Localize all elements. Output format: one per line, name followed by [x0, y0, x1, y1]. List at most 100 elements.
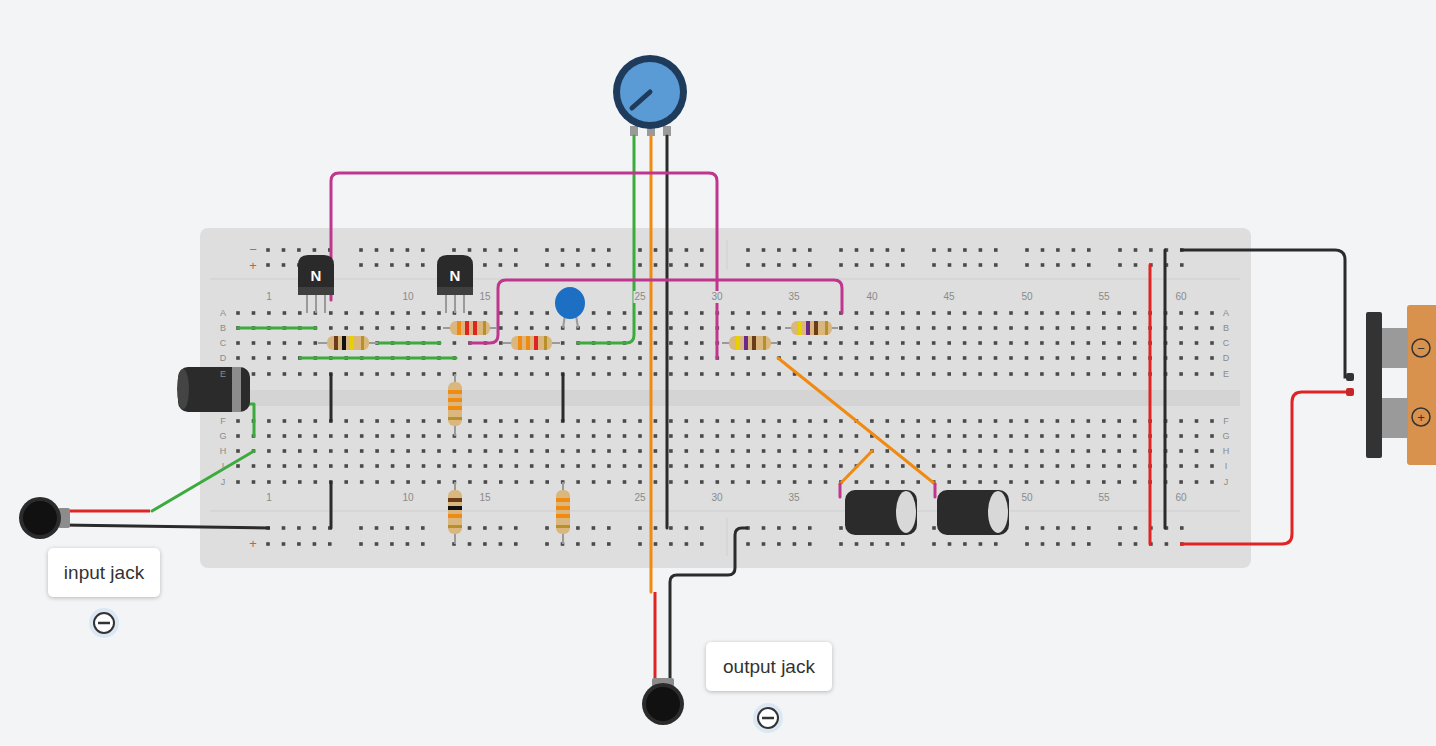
breadboard-hole [499, 248, 503, 252]
breadboard-hole [390, 542, 394, 546]
breadboard-hole [638, 526, 642, 530]
breadboard-hole [283, 434, 287, 438]
breadboard-hole [716, 480, 720, 484]
breadboard-hole [576, 464, 580, 468]
breadboard-label: 60 [1174, 492, 1187, 504]
breadboard-hole [1087, 263, 1091, 267]
breadboard-hole [1056, 526, 1060, 530]
breadboard-hole [731, 326, 735, 330]
breadboard-hole [592, 419, 596, 423]
battery [1412, 408, 1430, 426]
breadboard-label: E [220, 370, 226, 379]
breadboard-hole [916, 480, 920, 484]
breadboard-hole [824, 480, 828, 484]
breadboard-hole [314, 341, 318, 345]
breadboard-hole [700, 326, 704, 330]
breadboard-hole [499, 419, 503, 423]
transistor-legs [463, 292, 465, 313]
breadboard-hole [1072, 248, 1076, 252]
resistor [448, 506, 462, 510]
breadboard-hole [360, 372, 364, 376]
rail-wire [1150, 250, 1165, 544]
breadboard-hole [314, 449, 318, 453]
breadboard-hole [344, 449, 348, 453]
resistor [736, 336, 740, 350]
breadboard-hole [886, 356, 890, 360]
breadboard-hole [978, 480, 982, 484]
breadboard-hole [1072, 542, 1076, 546]
breadboard-hole [1071, 326, 1075, 330]
breadboard-hole [499, 341, 503, 345]
breadboard-hole [1071, 449, 1075, 453]
breadboard-hole [360, 480, 364, 484]
breadboard-hole [716, 449, 720, 453]
breadboard-hole [901, 326, 905, 330]
breadboard-hole [1041, 542, 1045, 546]
resistor [752, 336, 756, 350]
breadboard-hole [978, 356, 982, 360]
breadboard-hole [808, 542, 812, 546]
breadboard-hole [762, 311, 766, 315]
breadboard-hole [746, 248, 750, 252]
breadboard-hole [978, 311, 982, 315]
breadboard-hole [855, 434, 859, 438]
breadboard-hole [1102, 449, 1106, 453]
breadboard-hole [1087, 419, 1091, 423]
breadboard-hole [1071, 311, 1075, 315]
breadboard-hole [375, 542, 379, 546]
breadboard-hole [886, 542, 890, 546]
breadboard-hole [1179, 419, 1183, 423]
breadboard-hole [654, 311, 658, 315]
breadboard-hole [375, 372, 379, 376]
breadboard-label: 10 [401, 291, 414, 303]
breadboard-hole [901, 263, 905, 267]
battery [1382, 398, 1408, 438]
breadboard-hole [685, 326, 689, 330]
breadboard-hole [1009, 419, 1013, 423]
breadboard-hole [421, 542, 425, 546]
breadboard-hole [700, 372, 704, 376]
breadboard-hole [886, 449, 890, 453]
breadboard-hole [654, 542, 658, 546]
breadboard-hole [1133, 434, 1137, 438]
breadboard-hole [344, 419, 348, 423]
breadboard-hole [1195, 480, 1199, 484]
output-jack [642, 528, 748, 725]
breadboard-hole [406, 480, 410, 484]
breadboard [210, 511, 1240, 512]
breadboard-hole [700, 480, 704, 484]
breadboard-hole [267, 434, 271, 438]
breadboard-hole [886, 263, 890, 267]
breadboard-hole [916, 419, 920, 423]
potentiometer [613, 55, 687, 136]
breadboard-hole [607, 372, 611, 376]
breadboard-hole [669, 419, 673, 423]
breadboard-hole [1195, 311, 1199, 315]
breadboard-hole [963, 419, 967, 423]
breadboard-hole [746, 464, 750, 468]
breadboard-hole [886, 419, 890, 423]
breadboard-holes [236, 248, 1214, 546]
breadboard-hole [700, 464, 704, 468]
transistor-legs [454, 292, 456, 313]
breadboard-hole [1025, 434, 1029, 438]
breadboard-hole [422, 449, 426, 453]
breadboard-hole [530, 326, 534, 330]
breadboard-hole [793, 356, 797, 360]
breadboard-hole [607, 326, 611, 330]
breadboard-hole [947, 419, 951, 423]
breadboard-hole [1133, 372, 1137, 376]
breadboard-hole [1040, 434, 1044, 438]
breadboard [200, 228, 1251, 568]
resistor [534, 336, 538, 350]
breadboard-hole [963, 372, 967, 376]
breadboard-hole [716, 419, 720, 423]
breadboard-hole [1009, 341, 1013, 345]
breadboard-hole [1179, 372, 1183, 376]
breadboard-hole [886, 434, 890, 438]
breadboard-hole [1195, 356, 1199, 360]
breadboard-hole [979, 248, 983, 252]
breadboard-hole [422, 480, 426, 484]
breadboard-hole [1195, 326, 1199, 330]
